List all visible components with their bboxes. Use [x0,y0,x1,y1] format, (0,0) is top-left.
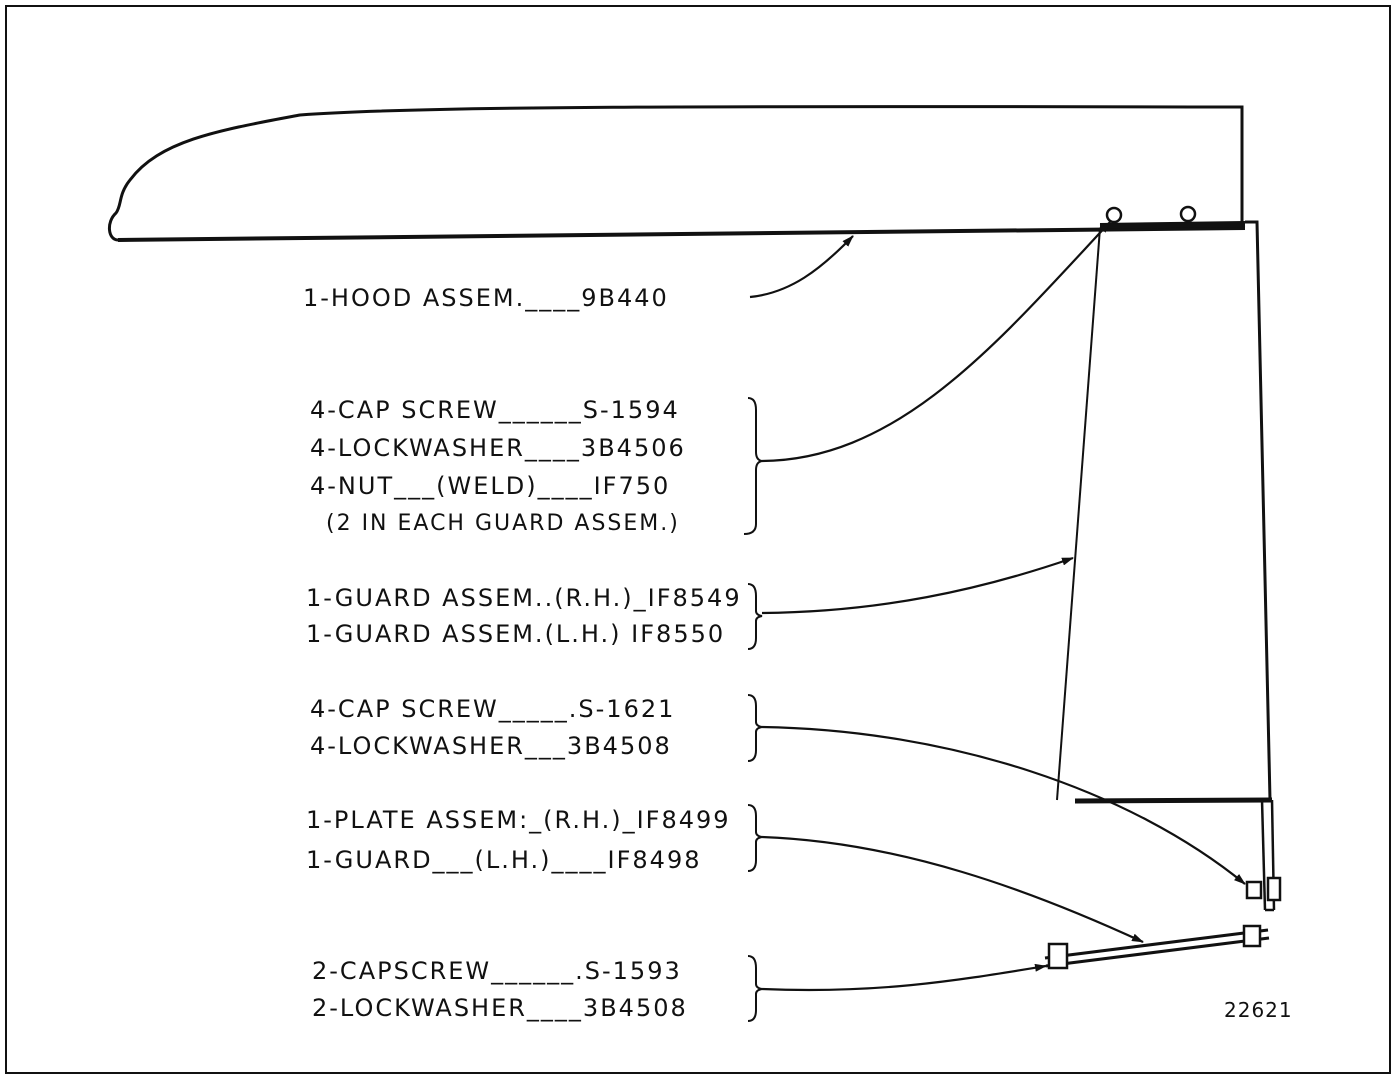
callout-guard-assembly-rh: 1-GUARD ASSEM..(R.H.)_IF8549 [306,584,742,612]
callout-lockwasher-3b4506: 4-LOCKWASHER____3B4506 [310,434,686,462]
bottom-guard-bar [1044,928,1270,968]
figure-number: 22621 [1224,998,1293,1022]
hood-outline [108,105,1246,242]
callout-cap-screw-s1621: 4-CAP SCREW_____.S-1621 [310,695,676,723]
bar-bolt [1047,924,1262,970]
leader-lines [749,221,1246,992]
hood-bolt-hole [1179,205,1197,223]
drawing-border [5,5,1391,1074]
callout-lockwasher-3b4508-bottom: 2-LOCKWASHER____3B4508 [312,994,688,1022]
callout-plate-assembly-rh: 1-PLATE ASSEM:_(R.H.)_IF8499 [306,806,731,834]
guard-outline [1056,220,1273,804]
callout-each-guard-note: (2 IN EACH GUARD ASSEM.) [326,511,680,536]
callout-weld-nut-if750: 4-NUT___(WELD)____IF750 [310,472,671,500]
callout-cap-screw-s1593: 2-CAPSCREW______.S-1593 [312,957,682,985]
callout-guard-lh-if8498: 1-GUARD___(L.H.)____IF8498 [306,846,702,874]
callout-cap-screw-s1594: 4-CAP SCREW______S-1594 [310,396,680,424]
callout-lockwasher-3b4508: 4-LOCKWASHER___3B4508 [310,732,672,760]
callout-brackets [743,397,763,1022]
plate-bolt [1245,876,1282,902]
callout-guard-assembly-lh: 1-GUARD ASSEM.(L.H.) IF8550 [306,620,726,648]
callout-hood-assembly: 1-HOOD ASSEM.____9B440 [303,284,669,312]
hood-bolt-hole [1105,206,1123,224]
